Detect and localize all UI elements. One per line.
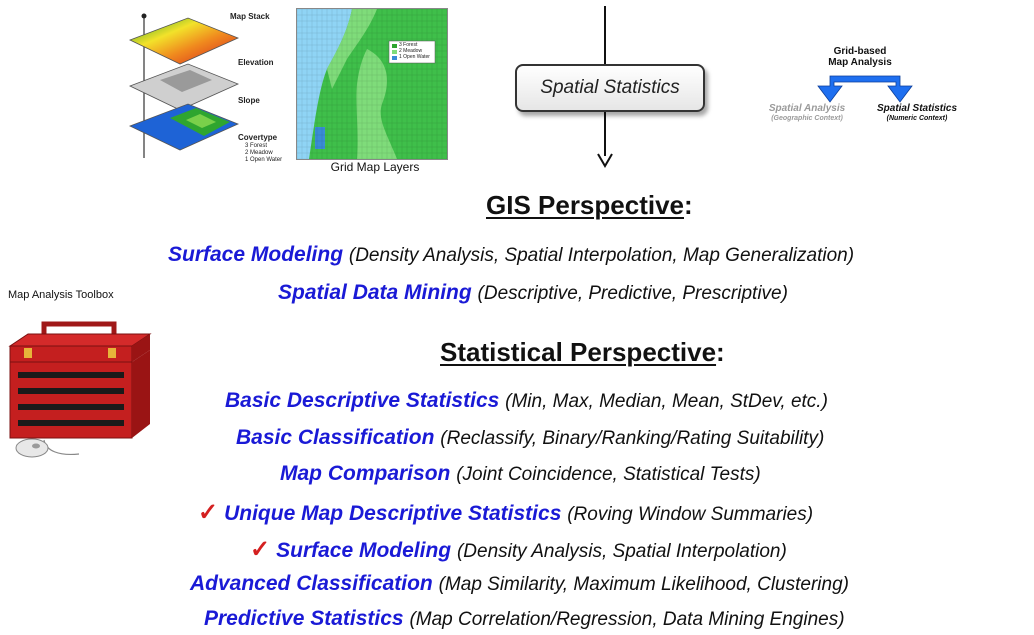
layer-label-elevation: Elevation (238, 58, 274, 67)
legend-item: 3 Forest (245, 143, 268, 149)
grid-based-title-line2: Map Analysis (828, 57, 892, 68)
stat-item: Basic Classification (Reclassify, Binary… (236, 426, 824, 450)
checkmark-icon: ✓ (250, 536, 271, 563)
stat-item-term: Surface Modeling (276, 539, 452, 562)
stat-item-desc: (Min, Max, Median, Mean, StDev, etc.) (505, 391, 828, 412)
stat-item: Predictive Statistics (Map Correlation/R… (204, 607, 845, 631)
legend-item: 1 Open Water (399, 54, 430, 60)
spatial-statistics-box: Spatial Statistics (515, 64, 705, 112)
stat-item: ✓Surface Modeling (Density Analysis, Spa… (250, 535, 787, 564)
gis-item-desc: (Density Analysis, Spatial Interpolation… (348, 245, 855, 266)
spatial-statistics-name: Spatial Statistics (876, 103, 958, 114)
split-arrow-icon (817, 75, 913, 103)
statistical-perspective-heading: Statistical Perspective: (440, 337, 725, 367)
gis-perspective-heading: GIS Perspective: (486, 190, 693, 220)
grid-map-legend: 3 Forest 2 Meadow 1 Open Water (399, 42, 430, 60)
stat-item-term: Basic Classification (236, 426, 435, 449)
legend-item: 3 Forest (399, 42, 418, 48)
layer-label-slope: Slope (238, 96, 260, 105)
gis-item-desc: (Descriptive, Predictive, Prescriptive) (477, 283, 788, 304)
map-stack-graphic (128, 13, 240, 158)
stat-item: ✓Unique Map Descriptive Statistics (Rovi… (198, 498, 813, 527)
legend-item: 1 Open Water (245, 157, 283, 163)
grid-map-caption: Grid Map Layers (330, 160, 420, 174)
checkmark-icon: ✓ (198, 499, 219, 526)
stat-item: Basic Descriptive Statistics (Min, Max, … (225, 389, 828, 413)
gis-item-term: Surface Modeling (168, 243, 344, 266)
gis-item-term: Spatial Data Mining (278, 281, 472, 304)
stat-item: Map Comparison (Joint Coincidence, Stati… (280, 462, 761, 486)
stat-item-desc: (Map Correlation/Regression, Data Mining… (409, 609, 845, 630)
spatial-analysis-context: (Geographic Context) (771, 115, 843, 122)
map-stack-title: Map Stack (230, 12, 270, 21)
spatial-statistics-context: (Numeric Context) (886, 115, 948, 122)
gis-item: Surface Modeling (Density Analysis, Spat… (168, 243, 854, 267)
map-stack-illustration: Map Stack Elevation Slope Covertype 3 Fo… (120, 8, 290, 168)
stat-item: Advanced Classification (Map Similarity,… (190, 572, 849, 596)
stat-item-term: Predictive Statistics (204, 607, 404, 630)
stat-item-desc: (Map Similarity, Maximum Likelihood, Clu… (438, 574, 849, 595)
grid-map-graphic (297, 9, 447, 159)
toolbox-label: Map Analysis Toolbox (8, 289, 114, 301)
stat-heading-text: Statistical Perspective (440, 337, 717, 367)
stat-item-desc: (Joint Coincidence, Statistical Tests) (456, 464, 761, 485)
stat-item-term: Unique Map Descriptive Statistics (224, 502, 562, 525)
spatial-statistics-label: Spatial Statistics (Numeric Context) (862, 104, 972, 124)
spatial-analysis-label: Spatial Analysis (Geographic Context) (752, 104, 862, 124)
gis-item: Spatial Data Mining (Descriptive, Predic… (278, 281, 788, 305)
stat-item-term: Map Comparison (280, 462, 451, 485)
covertype-legend: 3 Forest 2 Meadow 1 Open Water (245, 143, 282, 164)
legend-item: 2 Meadow (399, 48, 423, 54)
stat-item-desc: (Roving Window Summaries) (567, 504, 814, 525)
stat-item-desc: (Density Analysis, Spatial Interpolation… (456, 541, 787, 562)
layer-label-covertype: Covertype (238, 133, 278, 142)
grid-based-title-line1: Grid-based (833, 46, 887, 57)
spatial-analysis-name: Spatial Analysis (768, 103, 846, 114)
stat-item-term: Basic Descriptive Statistics (225, 389, 500, 412)
toolbox-icon (8, 321, 152, 458)
stat-item-term: Advanced Classification (190, 572, 433, 595)
grid-map-image: 3 Forest 2 Meadow 1 Open Water (296, 8, 448, 160)
gis-heading-text: GIS Perspective (486, 190, 684, 220)
grid-based-title: Grid-based Map Analysis (810, 46, 910, 68)
stat-item-desc: (Reclassify, Binary/Ranking/Rating Suita… (440, 428, 825, 449)
legend-item: 2 Meadow (245, 150, 273, 156)
